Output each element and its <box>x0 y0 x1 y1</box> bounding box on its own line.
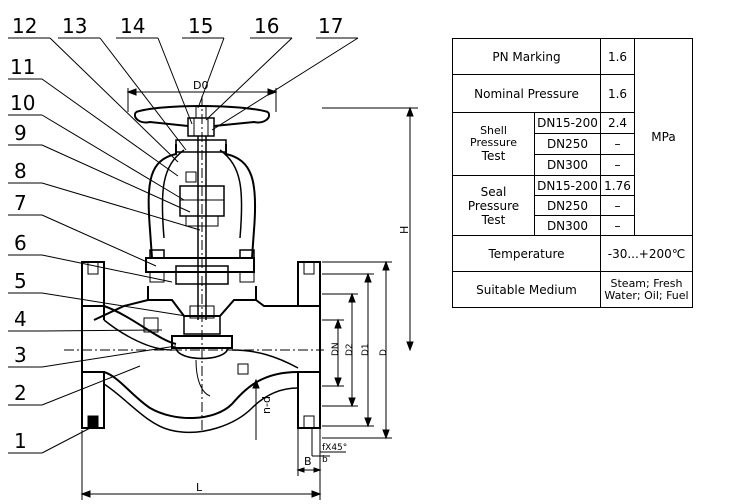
seal-test-label-line2: Pressure <box>467 198 520 213</box>
pn-marking-label: PN Marking <box>452 38 601 75</box>
dimension-l: L <box>196 481 203 494</box>
seal-value-2: – <box>600 195 635 216</box>
part-label-10: 10 <box>10 91 35 115</box>
shell-value-1: 2.4 <box>600 112 635 134</box>
part-label-16: 16 <box>254 14 279 38</box>
seal-size-1: DN15-200 <box>534 175 601 196</box>
part-label-1: 1 <box>14 429 27 453</box>
nominal-pressure-label: Nominal Pressure <box>452 74 601 113</box>
shell-size-2: DN250 <box>534 133 601 155</box>
temperature-value: -30...+200℃ <box>600 235 693 272</box>
seal-test-label-line3: Test <box>481 212 506 227</box>
part-label-4: 4 <box>14 307 27 331</box>
medium-label: Suitable Medium <box>452 271 601 308</box>
seal-size-2: DN250 <box>534 195 601 216</box>
dimension-dn: DN <box>331 342 341 356</box>
shell-size-3: DN300 <box>534 154 601 176</box>
dimension-f-chamfer: fX45° <box>322 443 347 453</box>
dimension-h: H <box>398 226 411 234</box>
shell-test-label-line2: Test <box>481 149 506 163</box>
medium-value-line2: Water; Oil; Fuel <box>604 288 689 302</box>
part-label-3: 3 <box>14 343 27 367</box>
part-label-7: 7 <box>14 191 27 215</box>
dimension-d: D <box>379 349 389 356</box>
seal-value-3: – <box>600 215 635 236</box>
spec-table: PN Marking 1.6 MPa Nominal Pressure 1.6 … <box>452 38 693 308</box>
part-label-15: 15 <box>188 14 213 38</box>
temperature-label: Temperature <box>452 235 601 272</box>
shell-value-3: – <box>600 154 635 176</box>
part-label-14: 14 <box>120 14 145 38</box>
part-label-17: 17 <box>318 14 343 38</box>
pn-marking-value: 1.6 <box>600 38 635 75</box>
part-label-11: 11 <box>10 55 35 79</box>
part-label-6: 6 <box>14 231 27 255</box>
dimension-d0: D0 <box>193 79 208 92</box>
unit-cell: MPa <box>634 38 693 236</box>
shell-test-label-line1: Shell Pressure <box>470 124 517 149</box>
dimension-d1: D1 <box>361 343 371 356</box>
shell-size-1: DN15-200 <box>534 112 601 134</box>
shell-value-2: – <box>600 133 635 155</box>
seal-value-1: 1.76 <box>600 175 635 196</box>
medium-value: Steam; Fresh Water; Oil; Fuel <box>600 271 693 308</box>
part-label-5: 5 <box>14 269 27 293</box>
seal-test-label-line1: Seal <box>480 184 507 199</box>
part-label-2: 2 <box>14 381 27 405</box>
dimension-b-small: b <box>322 455 328 465</box>
seal-size-3: DN300 <box>534 215 601 236</box>
dimension-b: B <box>304 455 312 468</box>
part-label-9: 9 <box>14 121 27 145</box>
shell-test-label: Shell Pressure Test <box>452 112 535 176</box>
part-label-8: 8 <box>14 159 27 183</box>
seal-test-label: Seal Pressure Test <box>452 175 535 236</box>
part-label-12: 12 <box>12 14 37 38</box>
dimension-d2: D2 <box>345 343 355 356</box>
dimension-n-d: n-d <box>260 396 273 414</box>
nominal-pressure-value: 1.6 <box>600 74 635 113</box>
part-label-13: 13 <box>62 14 87 38</box>
medium-value-line1: Steam; Fresh <box>610 276 683 290</box>
